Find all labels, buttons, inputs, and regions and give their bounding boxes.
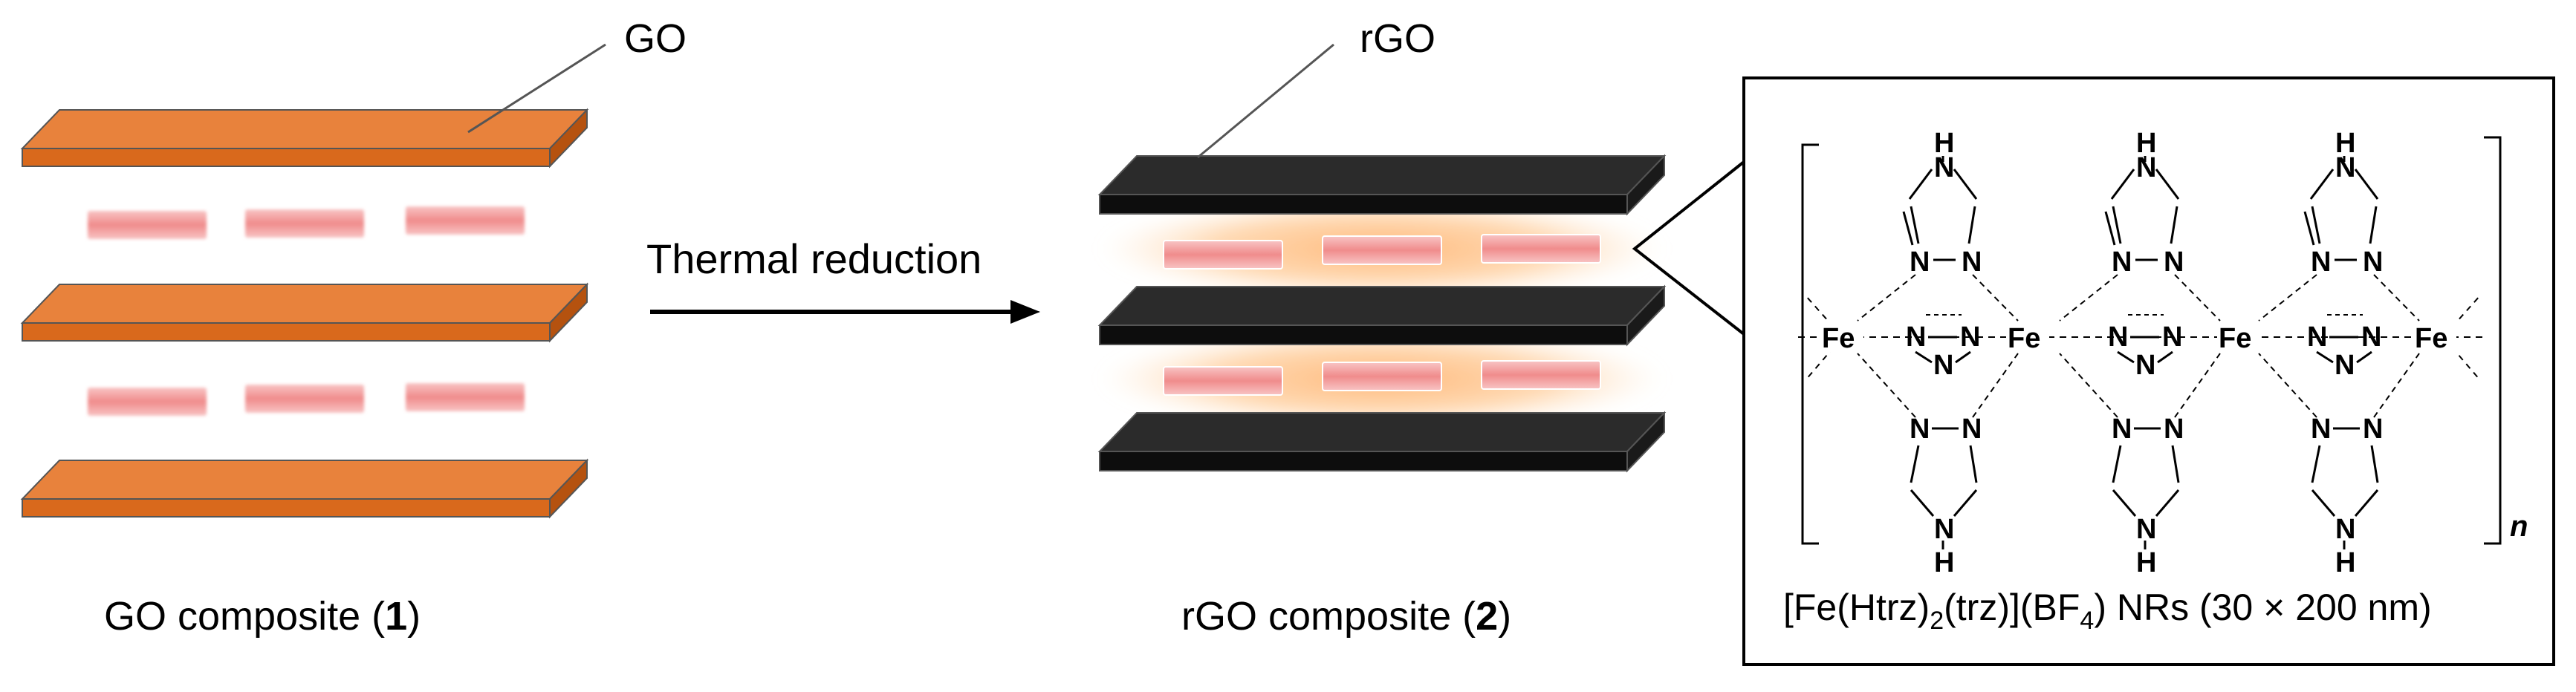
svg-text:Fe: Fe — [1822, 323, 1855, 354]
fe-atom: Fe — [2006, 319, 2049, 354]
nanorod-row — [1163, 234, 1601, 270]
svg-text:N: N — [2335, 514, 2355, 545]
svg-text:N: N — [2335, 152, 2355, 183]
svg-text:N: N — [1934, 514, 1954, 545]
callout-wedge — [1632, 160, 1745, 336]
go-sheet — [20, 108, 589, 169]
svg-text:N: N — [1962, 414, 1982, 445]
svg-text:N: N — [2108, 321, 2128, 353]
rgo-sheet — [1097, 154, 1667, 216]
svg-text:N: N — [2136, 514, 2156, 545]
svg-text:H: H — [2136, 547, 2156, 578]
arrow-head — [1010, 300, 1040, 324]
rgo-sheet — [1097, 411, 1667, 473]
svg-text:H: H — [2136, 128, 2156, 159]
go-composite-caption: GO composite (1) — [104, 594, 421, 639]
go-leader-line — [467, 43, 606, 134]
svg-text:N: N — [2162, 321, 2182, 353]
svg-text:N: N — [2363, 247, 2383, 278]
svg-text:H: H — [1934, 547, 1954, 578]
svg-text:H: H — [2335, 547, 2355, 578]
polymer-bracket-left — [1801, 143, 1819, 545]
svg-text:N: N — [1962, 247, 1982, 278]
nanorod-row — [88, 383, 525, 416]
svg-text:N: N — [1910, 414, 1930, 445]
svg-text:Fe: Fe — [2219, 323, 2251, 354]
triazole-unit: H N N N N N N N N N H — [1857, 128, 2019, 578]
svg-text:N: N — [2135, 350, 2155, 381]
svg-text:N: N — [2361, 321, 2381, 353]
svg-text:N: N — [2164, 414, 2184, 445]
polymer-subscript-n: n — [2510, 510, 2528, 543]
svg-text:N: N — [2112, 414, 2132, 445]
rgo-leader-line — [1197, 43, 1334, 159]
go-sheet — [20, 282, 589, 343]
svg-text:Fe: Fe — [2008, 323, 2040, 354]
rgo-label: rGO — [1360, 16, 1435, 61]
svg-text:N: N — [2311, 414, 2331, 445]
fe-atom: Fe — [2413, 319, 2456, 354]
triazole-unit: H N N N N N N N N N H — [2059, 128, 2221, 578]
svg-text:N: N — [2164, 247, 2184, 278]
svg-text:H: H — [2335, 128, 2355, 159]
rgo-composite: rGO rGO composite (2) — [1097, 16, 1667, 639]
rgo-composite-caption: rGO composite (2) — [1181, 594, 1511, 639]
svg-text:N: N — [1933, 350, 1953, 381]
svg-text:N: N — [2363, 414, 2383, 445]
svg-text:N: N — [2311, 247, 2331, 278]
triazole-unit: H N N N N N N N N N H — [2258, 128, 2420, 578]
go-composite: GO GO composite (1) — [20, 16, 687, 639]
rgo-sheet — [1097, 284, 1667, 347]
nanorod-row — [1163, 360, 1601, 396]
structure-box — [1742, 76, 2555, 666]
svg-text:N: N — [1906, 321, 1926, 353]
svg-text:N: N — [2112, 247, 2132, 278]
formula-caption: [Fe(Htrz)2(trz)](BF4) NRs (30 × 200 nm) — [1783, 587, 2432, 635]
svg-text:N: N — [1910, 247, 1930, 278]
go-sheet — [20, 458, 589, 519]
svg-text:N: N — [1960, 321, 1980, 353]
arrow-label: Thermal reduction — [646, 235, 982, 282]
svg-text:N: N — [2136, 152, 2156, 183]
go-label: GO — [624, 16, 687, 61]
thermal-reduction-arrow: Thermal reduction — [646, 235, 1040, 324]
nanorod-row — [88, 206, 525, 239]
svg-text:H: H — [1934, 128, 1954, 159]
svg-text:N: N — [2335, 350, 2355, 381]
svg-text:N: N — [1934, 152, 1954, 183]
svg-text:N: N — [2307, 321, 2327, 353]
fe-atom: Fe — [1820, 319, 1863, 354]
fe-atom: Fe — [2217, 319, 2260, 354]
svg-text:Fe: Fe — [2415, 323, 2447, 354]
polymer-bracket-right — [2484, 136, 2502, 545]
structure-panel: n Fe Fe Fe Fe H N N N — [1742, 76, 2555, 666]
